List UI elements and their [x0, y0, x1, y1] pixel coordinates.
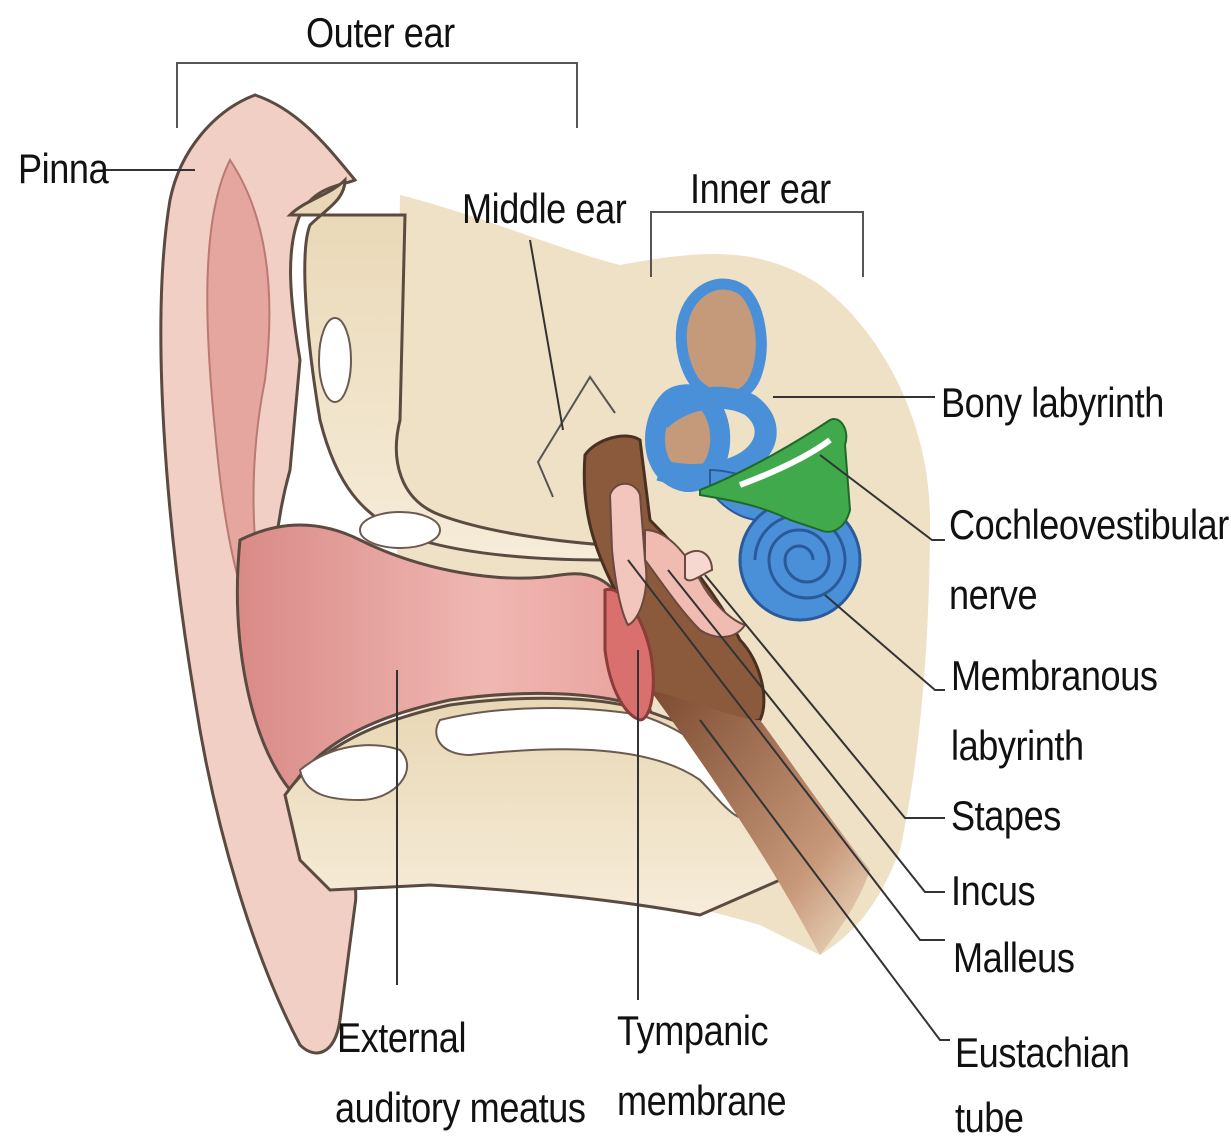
label-eustachian-tube-line1: Eustachian	[955, 1028, 1129, 1078]
label-stapes: Stapes	[951, 791, 1061, 841]
label-bony-labyrinth: Bony labyrinth	[941, 378, 1164, 428]
label-cochleovestibular-nerve-line2: nerve	[949, 570, 1037, 620]
label-external-auditory-meatus-line1: External	[337, 1013, 466, 1063]
label-pinna: Pinna	[18, 144, 108, 194]
label-outer-ear: Outer ear	[306, 8, 455, 58]
bone-cavity-upper	[319, 318, 351, 402]
label-membranous-labyrinth-line2: labyrinth	[951, 721, 1084, 771]
label-tympanic-membrane-line2: membrane	[617, 1076, 786, 1126]
label-external-auditory-meatus-line2: auditory meatus	[335, 1083, 586, 1133]
label-eustachian-tube-line2: tube	[955, 1093, 1024, 1143]
label-malleus: Malleus	[953, 933, 1074, 983]
label-cochleovestibular-nerve-line1: Cochleovestibular	[949, 500, 1229, 550]
bone-cavity-middle	[360, 512, 440, 548]
label-membranous-labyrinth-line1: Membranous	[951, 651, 1157, 701]
label-middle-ear: Middle ear	[462, 184, 626, 234]
label-tympanic-membrane-line1: Tympanic	[617, 1006, 768, 1056]
label-incus: Incus	[951, 866, 1035, 916]
label-inner-ear: Inner ear	[690, 164, 831, 214]
